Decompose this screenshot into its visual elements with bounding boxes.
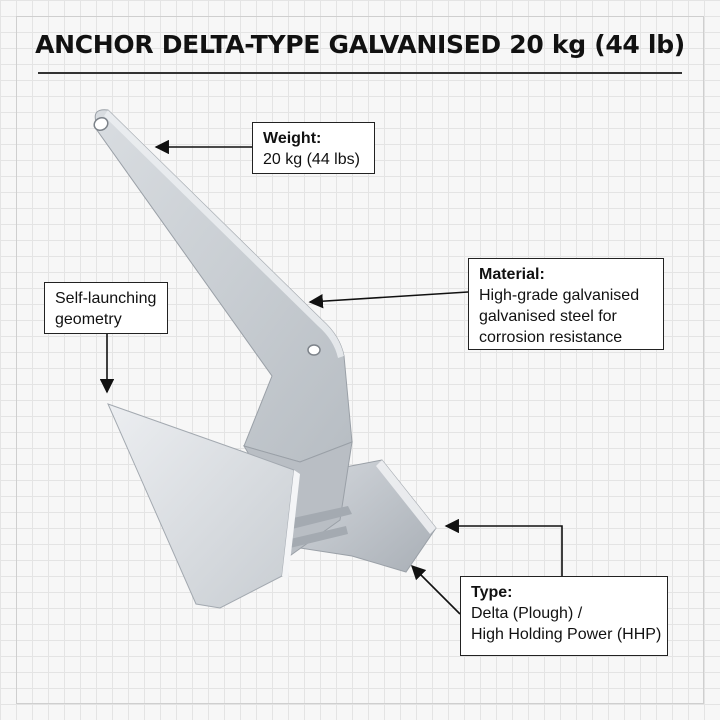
type-callout: Type: Delta (Plough) / High Holding Powe… [460,576,668,656]
anchor-crown-ribs [284,506,352,548]
anchor-shackle-hole-top [93,116,109,132]
anchor-left-fluke-rim [282,470,300,580]
weight-label: Weight: [263,130,322,147]
material-line-1: High-grade galvanised [479,287,640,304]
type-leader-line [444,518,563,576]
anchor-shank-highlight [104,110,344,358]
self-launching-callout: Self-launching geometry [44,282,168,334]
anchor-shackle-hole-mid [307,344,321,356]
material-callout: Material: High-grade galvanised galvanis… [468,258,664,350]
type-line-2: High Holding Power (HHP) [471,626,662,643]
type-label: Type: [471,584,513,601]
type-leader-arrow [410,564,461,615]
material-leader-arrow [308,291,469,309]
title-divider [38,72,682,74]
anchor-right-fluke-edge [376,460,436,534]
material-line-3: corrosion resistance [479,329,623,346]
material-line-2: galvanised steel for [479,308,617,325]
page-title: ANCHOR DELTA-TYPE GALVANISED 20 kg (44 l… [35,30,685,59]
self-launching-line-2: geometry [55,311,122,328]
self-launching-line-1: Self-launching [55,290,157,307]
page-frame [16,16,704,704]
weight-callout: Weight: 20 kg (44 lbs) [252,122,375,174]
material-label: Material: [479,266,545,283]
type-line-1: Delta (Plough) / [471,605,583,622]
weight-value: 20 kg (44 lbs) [263,151,360,168]
